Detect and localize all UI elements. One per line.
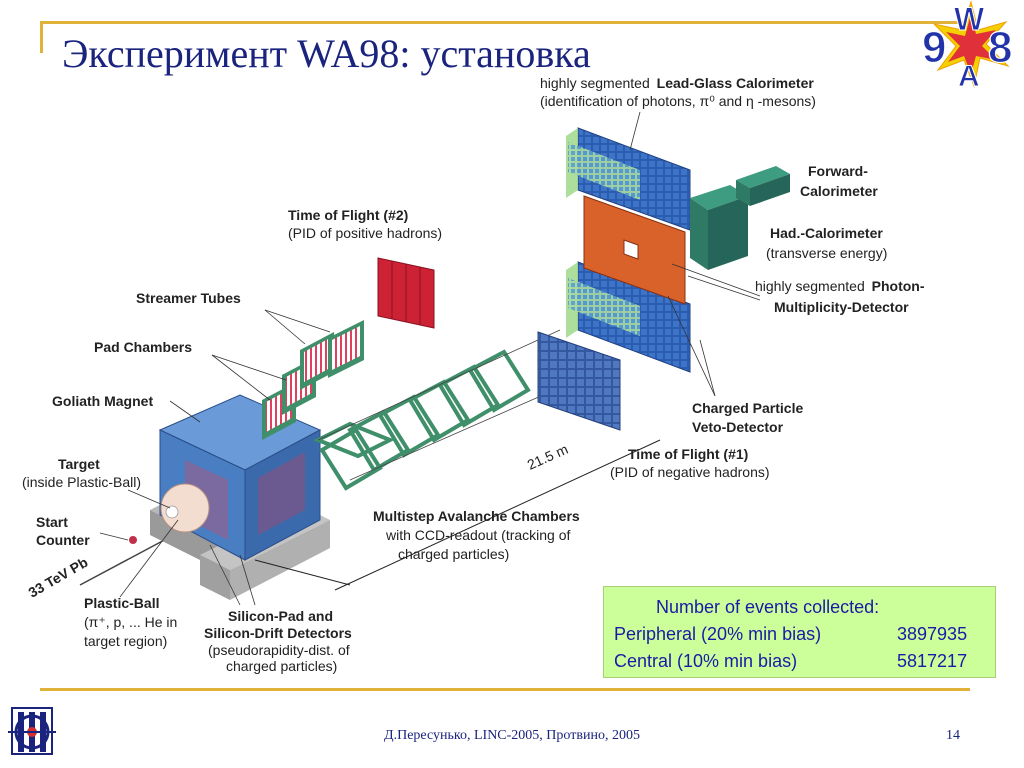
events-summary-box: Number of events collected: Peripheral (…	[603, 586, 996, 678]
wa98-logo-w: W	[954, 1, 985, 37]
wa98-detector-diagram: 21.5 m	[22, 75, 925, 674]
distance-label: 21.5 m	[525, 441, 571, 473]
silicon-label-2: Silicon-Drift Detectors	[204, 625, 352, 641]
leader-lines	[99, 111, 761, 606]
had-calorimeter-label-2: (transverse energy)	[766, 245, 887, 261]
events-row-value: 3897935	[897, 624, 968, 644]
pad-chambers-label: Pad Chambers	[94, 339, 192, 355]
wa98-logo-nine: 9	[922, 23, 946, 72]
forward-calorimeter	[690, 166, 790, 270]
frame-bottom-line	[40, 688, 970, 691]
events-title: Number of events collected:	[656, 597, 880, 617]
goliath-magnet	[158, 394, 322, 561]
cpv-label-1: Charged Particle	[692, 400, 803, 416]
silicon-label-4: charged particles)	[226, 658, 337, 674]
events-row-value: 5817217	[897, 651, 968, 671]
msac-label-3: charged particles)	[398, 546, 509, 562]
pmd-label-1: highly segmented Photon-	[755, 278, 925, 294]
target-label-2: (inside Plastic-Ball)	[22, 474, 141, 490]
forward-calorimeter-label-2: Calorimeter	[800, 183, 878, 199]
forward-calorimeter-label-1: Forward-	[808, 163, 868, 179]
tof2-wall	[377, 257, 435, 329]
start-counter-label-2: Counter	[36, 532, 90, 548]
cpv-label-2: Veto-Detector	[692, 419, 784, 435]
tof2-label-2: (PID of positive hadrons)	[288, 225, 442, 241]
events-row-label: Central (10% min bias)	[614, 651, 798, 671]
msac-label-2: with CCD-readout (tracking of	[385, 527, 571, 543]
tof2-label-1: Time of Flight (#2)	[288, 207, 408, 223]
plastic-ball-label-2: (π⁺, p, ... He in	[84, 614, 177, 630]
plastic-ball-label-1: Plastic-Ball	[84, 595, 159, 611]
pmd-lower	[568, 278, 640, 336]
silicon-label-1: Silicon-Pad and	[228, 608, 333, 624]
hadron-calorimeter	[583, 195, 686, 305]
events-row-central: Central (10% min bias) 5817217	[604, 648, 995, 675]
start-counter-label-1: Start	[36, 514, 68, 530]
tof1-label-1: Time of Flight (#1)	[628, 446, 748, 462]
frame-top-line	[40, 21, 965, 24]
distance-tick	[254, 559, 351, 586]
wa98-logo-a: A	[958, 60, 980, 90]
frame-left-line	[40, 21, 43, 53]
goliath-magnet-label: Goliath Magnet	[52, 393, 153, 409]
wa98-logo: 9 8 W A	[921, 0, 1013, 90]
plastic-ball-label-3: target region)	[84, 633, 167, 649]
had-calorimeter-label-1: Had.-Calorimeter	[770, 225, 883, 241]
target-label-1: Target	[58, 456, 100, 472]
lead-glass-label-1: highly segmented Lead-Glass Calorimeter	[540, 75, 814, 91]
wa98-logo-eight: 8	[988, 23, 1012, 72]
tof1-wall	[537, 331, 621, 431]
target-marker	[165, 505, 179, 519]
pad-chambers	[262, 357, 316, 440]
pmd-label-2: Multiplicity-Detector	[774, 299, 909, 315]
plastic-ball	[160, 483, 210, 533]
silicon-label-3: (pseudorapidity-dist. of	[208, 642, 350, 658]
page-number: 14	[946, 728, 960, 743]
multistep-avalanche-chambers	[313, 349, 531, 491]
events-row-peripheral: Peripheral (20% min bias) 3897935	[604, 621, 995, 648]
start-counter-marker	[129, 536, 137, 544]
wa98-logo-star	[932, 0, 1010, 88]
distance-arrow	[334, 439, 661, 591]
streamer-tubes	[300, 320, 364, 390]
lead-glass-label-2: (identification of photons, π⁰ and η -me…	[540, 93, 816, 109]
pmd-upper	[568, 142, 640, 200]
tof1-label-2: (PID of negative hadrons)	[610, 464, 770, 480]
events-row-label: Peripheral (20% min bias)	[614, 624, 822, 644]
guide-line-upper	[317, 329, 561, 441]
footer-text: Д.Пересунько, LINC-2005, Протвино, 2005	[384, 728, 640, 743]
beam-label: 33 TeV Pb	[26, 554, 91, 601]
streamer-tubes-label: Streamer Tubes	[136, 290, 241, 306]
slide-title: Эксперимент WA98: установка	[62, 31, 591, 76]
msac-label-1: Multistep Avalanche Chambers	[373, 508, 580, 524]
ihep-logo	[8, 707, 56, 755]
